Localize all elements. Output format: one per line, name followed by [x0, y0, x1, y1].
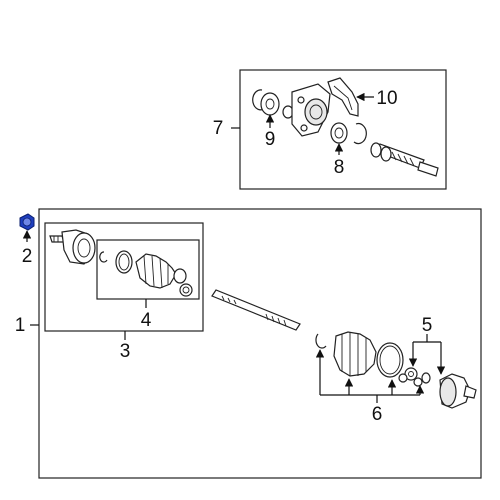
- callout-10: 10: [376, 88, 397, 109]
- snap-ring-large: [353, 122, 367, 145]
- outer-cv-joint: [49, 229, 96, 265]
- inner-boot: [333, 331, 377, 377]
- outer-joint-box: [44, 222, 204, 332]
- outer-boot-kit: [99, 250, 193, 297]
- callout-5: 5: [422, 315, 433, 336]
- axle-shaft: [211, 289, 301, 331]
- inner-joint-parts: [315, 331, 477, 409]
- bearing-8: [330, 122, 348, 144]
- intermediate-shaft: [370, 142, 439, 177]
- callout-4: 4: [141, 310, 152, 331]
- inner-boot-clamp-small: [315, 333, 327, 349]
- callout-1: 1: [15, 315, 26, 336]
- callout-3: 3: [120, 341, 131, 362]
- intermediate-shaft-group-box: [239, 69, 447, 190]
- callout-6: 6: [372, 404, 383, 425]
- callout-9: 9: [265, 129, 276, 150]
- callout-8: 8: [334, 157, 345, 178]
- boot-kit-box-4: [96, 239, 200, 300]
- intermediate-shaft-parts: [252, 77, 439, 177]
- heat-shield-10: [327, 77, 359, 117]
- axle-nut-2: [19, 213, 35, 231]
- inner-boot-clamp-large: [376, 342, 404, 378]
- axle-assembly-box: [38, 208, 482, 479]
- tripod-joint: [398, 367, 423, 387]
- callout-2: 2: [22, 246, 33, 267]
- bearing-9: [260, 92, 280, 116]
- callout-7: 7: [213, 118, 224, 139]
